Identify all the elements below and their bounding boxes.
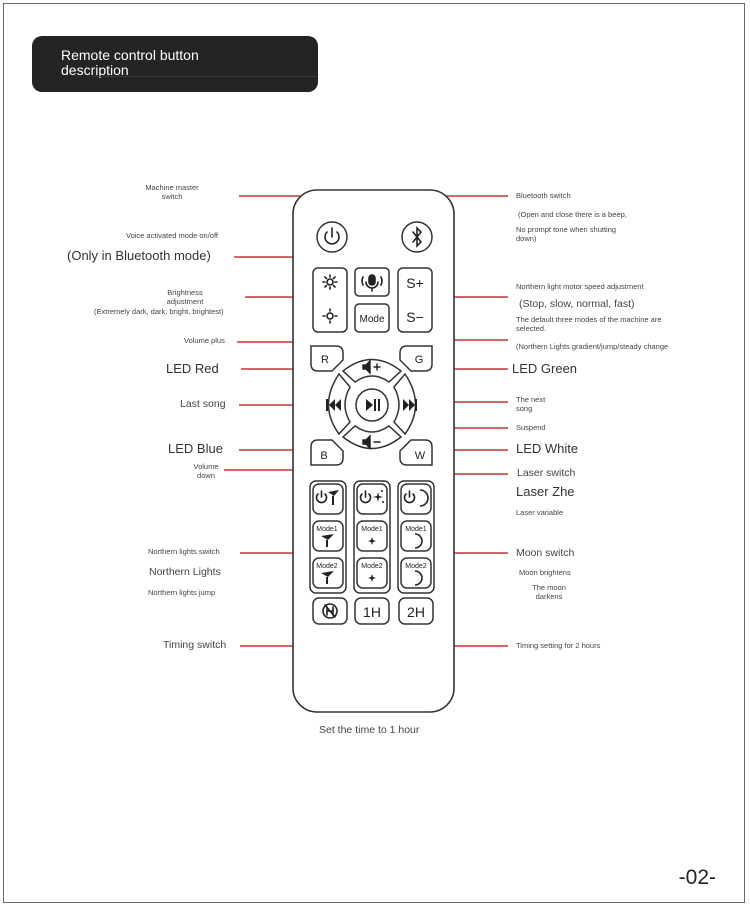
timer-2h-button[interactable] bbox=[398, 597, 434, 625]
page-border bbox=[3, 3, 745, 903]
label-led-green: LED Green bbox=[512, 361, 578, 376]
microphone-icon bbox=[361, 274, 383, 292]
laser-switch-button[interactable] bbox=[356, 483, 388, 515]
led-green-button[interactable] bbox=[399, 345, 433, 372]
label-led-white: LED White bbox=[516, 441, 579, 456]
label-nl-jump: Northern lights jump bbox=[148, 588, 216, 597]
power-icon bbox=[403, 490, 416, 504]
label-only-bluetooth: (Only in Bluetooth mode) bbox=[67, 248, 211, 263]
brightness-sun-icon bbox=[322, 274, 338, 290]
volume-up-icon bbox=[362, 359, 381, 375]
led-blue-button[interactable] bbox=[310, 439, 344, 466]
label-volume-down: Volume down bbox=[193, 462, 219, 480]
label-timing-switch: Timing switch bbox=[163, 639, 227, 651]
mode-button[interactable] bbox=[354, 303, 390, 333]
label-laser-variable: Laser variable bbox=[516, 508, 564, 517]
play-pause-icon bbox=[366, 399, 380, 411]
label-voice-mode: Voice activated mode on/off bbox=[126, 231, 219, 240]
label-suspend: Suspend bbox=[516, 423, 546, 432]
led-green-label: G bbox=[415, 354, 424, 366]
volume-down-button[interactable] bbox=[341, 425, 403, 450]
label-set-1h: Set the time to 1 hour bbox=[319, 724, 420, 736]
brightness-button-group[interactable] bbox=[312, 267, 348, 333]
timer-off-icon bbox=[322, 603, 338, 619]
label-speed-levels: (Stop, slow, normal, fast) bbox=[519, 298, 635, 310]
laser-mode2-button[interactable] bbox=[356, 557, 388, 589]
moon-icon bbox=[414, 533, 423, 586]
speed-button-group[interactable] bbox=[397, 267, 433, 333]
label-next-song: The next song bbox=[516, 395, 546, 413]
label-laser-switch: Laser switch bbox=[517, 467, 576, 479]
timer-2h-label: 2H bbox=[407, 604, 425, 620]
volume-down-icon bbox=[362, 434, 381, 450]
led-blue-label: B bbox=[320, 450, 327, 462]
label-last-song: Last song bbox=[180, 398, 226, 410]
aurora-icon bbox=[321, 534, 334, 584]
power-icon bbox=[315, 490, 328, 504]
header-divider bbox=[92, 76, 317, 77]
label-led-red: LED Red bbox=[166, 361, 219, 376]
label-nl-switch: Northern lights switch bbox=[148, 547, 220, 556]
label-moon-switch: Moon switch bbox=[516, 547, 575, 559]
aurora-icon bbox=[328, 490, 339, 505]
timer-1h-label: 1H bbox=[363, 604, 381, 620]
section-header: Remote control button description bbox=[32, 36, 318, 92]
laser-mode1-button[interactable] bbox=[356, 520, 388, 552]
label-default-modes: The default three modes of the machine a… bbox=[516, 315, 662, 333]
label-bt-switch: Bluetooth switch bbox=[516, 191, 571, 200]
sparkle-icon bbox=[373, 490, 384, 503]
timer-1h-button[interactable] bbox=[354, 597, 390, 625]
power-icon bbox=[324, 227, 340, 245]
moon-mode2-label: Mode2 bbox=[405, 563, 427, 570]
bluetooth-icon bbox=[412, 226, 423, 248]
previous-track-icon bbox=[326, 399, 341, 411]
led-white-label: W bbox=[415, 450, 426, 462]
power-icon bbox=[359, 490, 372, 504]
label-led-blue: LED Blue bbox=[168, 441, 223, 456]
next-track-icon bbox=[403, 399, 417, 411]
label-bt-beep: (Open and close there is a beep, bbox=[518, 210, 627, 219]
speed-up-label: S+ bbox=[406, 275, 424, 291]
dim-sun-icon bbox=[322, 308, 338, 324]
moon-mode1-label: Mode1 bbox=[405, 526, 427, 533]
laser-mode1-label: Mode1 bbox=[361, 526, 383, 533]
label-timing-2h: Timing setting for 2 hours bbox=[516, 641, 601, 650]
label-moon-brightens: Moon brightens bbox=[519, 568, 571, 577]
label-volume-plus: Volume plus bbox=[184, 336, 225, 345]
led-red-button[interactable] bbox=[310, 345, 344, 372]
moon-mode1-button[interactable] bbox=[400, 520, 432, 552]
label-northern-lights: Northern Lights bbox=[149, 566, 221, 578]
label-nl-change: (Northern Lights gradient/jump/steady ch… bbox=[516, 342, 669, 351]
label-motor-speed: Northern light motor speed adjustment bbox=[516, 282, 644, 291]
label-brightness-levels: (Extremely dark, dark, bright, brightest… bbox=[94, 307, 224, 316]
sparkle-icon bbox=[368, 537, 376, 582]
section-title: Remote control button description bbox=[61, 47, 199, 78]
moon-icon bbox=[419, 489, 429, 507]
speed-down-label: S− bbox=[406, 309, 424, 325]
led-red-label: R bbox=[321, 354, 329, 366]
nl-mode2-label: Mode2 bbox=[316, 563, 338, 570]
laser-mode2-label: Mode2 bbox=[361, 563, 383, 570]
label-bt-no-tone: No prompt tone when shutting down) bbox=[516, 225, 617, 243]
led-white-button[interactable] bbox=[399, 439, 433, 466]
label-machine-master: Machine master switch bbox=[145, 183, 199, 201]
mode-button-label: Mode bbox=[359, 314, 384, 325]
label-moon-darkens: The moon darkens bbox=[532, 583, 566, 601]
volume-up-button[interactable] bbox=[341, 358, 403, 383]
nl-mode1-label: Mode1 bbox=[316, 526, 338, 533]
moon-mode2-button[interactable] bbox=[400, 557, 432, 589]
label-laser-zhe: Laser Zhe bbox=[516, 484, 575, 499]
label-brightness: Brightness adjustment bbox=[166, 288, 204, 306]
page-number: -02- bbox=[678, 866, 716, 889]
